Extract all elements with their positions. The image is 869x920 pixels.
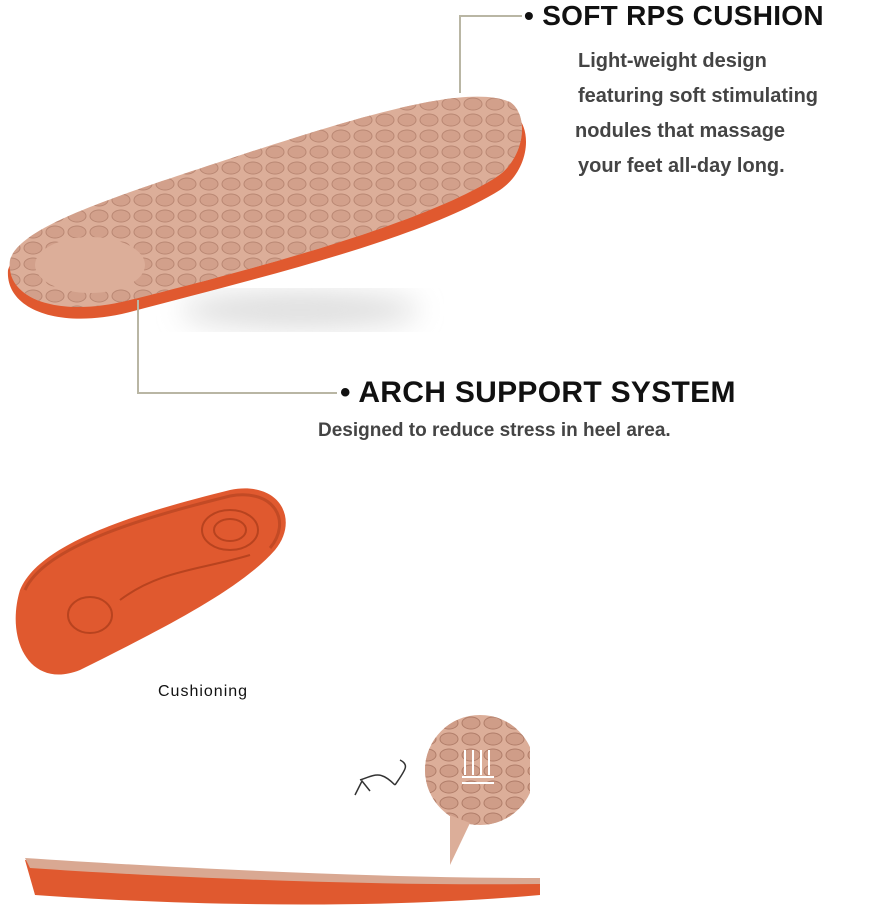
- insole-bottom-view-image: [15, 488, 286, 675]
- description-line: your feet all-day long.: [578, 155, 785, 177]
- feature-description: Designed to reduce stress in heel area.: [318, 420, 671, 441]
- feature-description: Light-weight design featuring soft stimu…: [575, 44, 818, 184]
- description-line: Light-weight design: [578, 50, 767, 72]
- feature-title-text: SOFT RPS CUSHION: [542, 0, 824, 31]
- description-line: featuring soft stimulating: [578, 85, 818, 107]
- leader-line: [459, 15, 461, 93]
- feature-title-soft-rps-cushion: • SOFT RPS CUSHION: [524, 0, 824, 31]
- nodule-detail-bubble-image: [354, 715, 530, 865]
- cushioning-caption: Cushioning: [158, 683, 249, 700]
- description-line: nodules that massage: [575, 120, 786, 142]
- insole-top-view-image: [7, 96, 527, 328]
- leader-line: [137, 300, 139, 393]
- feature-title-text: ARCH SUPPORT SYSTEM: [358, 376, 736, 409]
- insole-side-view-image: [25, 858, 540, 905]
- leader-line: [460, 15, 522, 17]
- leader-line: [137, 392, 337, 394]
- feature-title-arch-support: • ARCH SUPPORT SYSTEM: [340, 376, 736, 409]
